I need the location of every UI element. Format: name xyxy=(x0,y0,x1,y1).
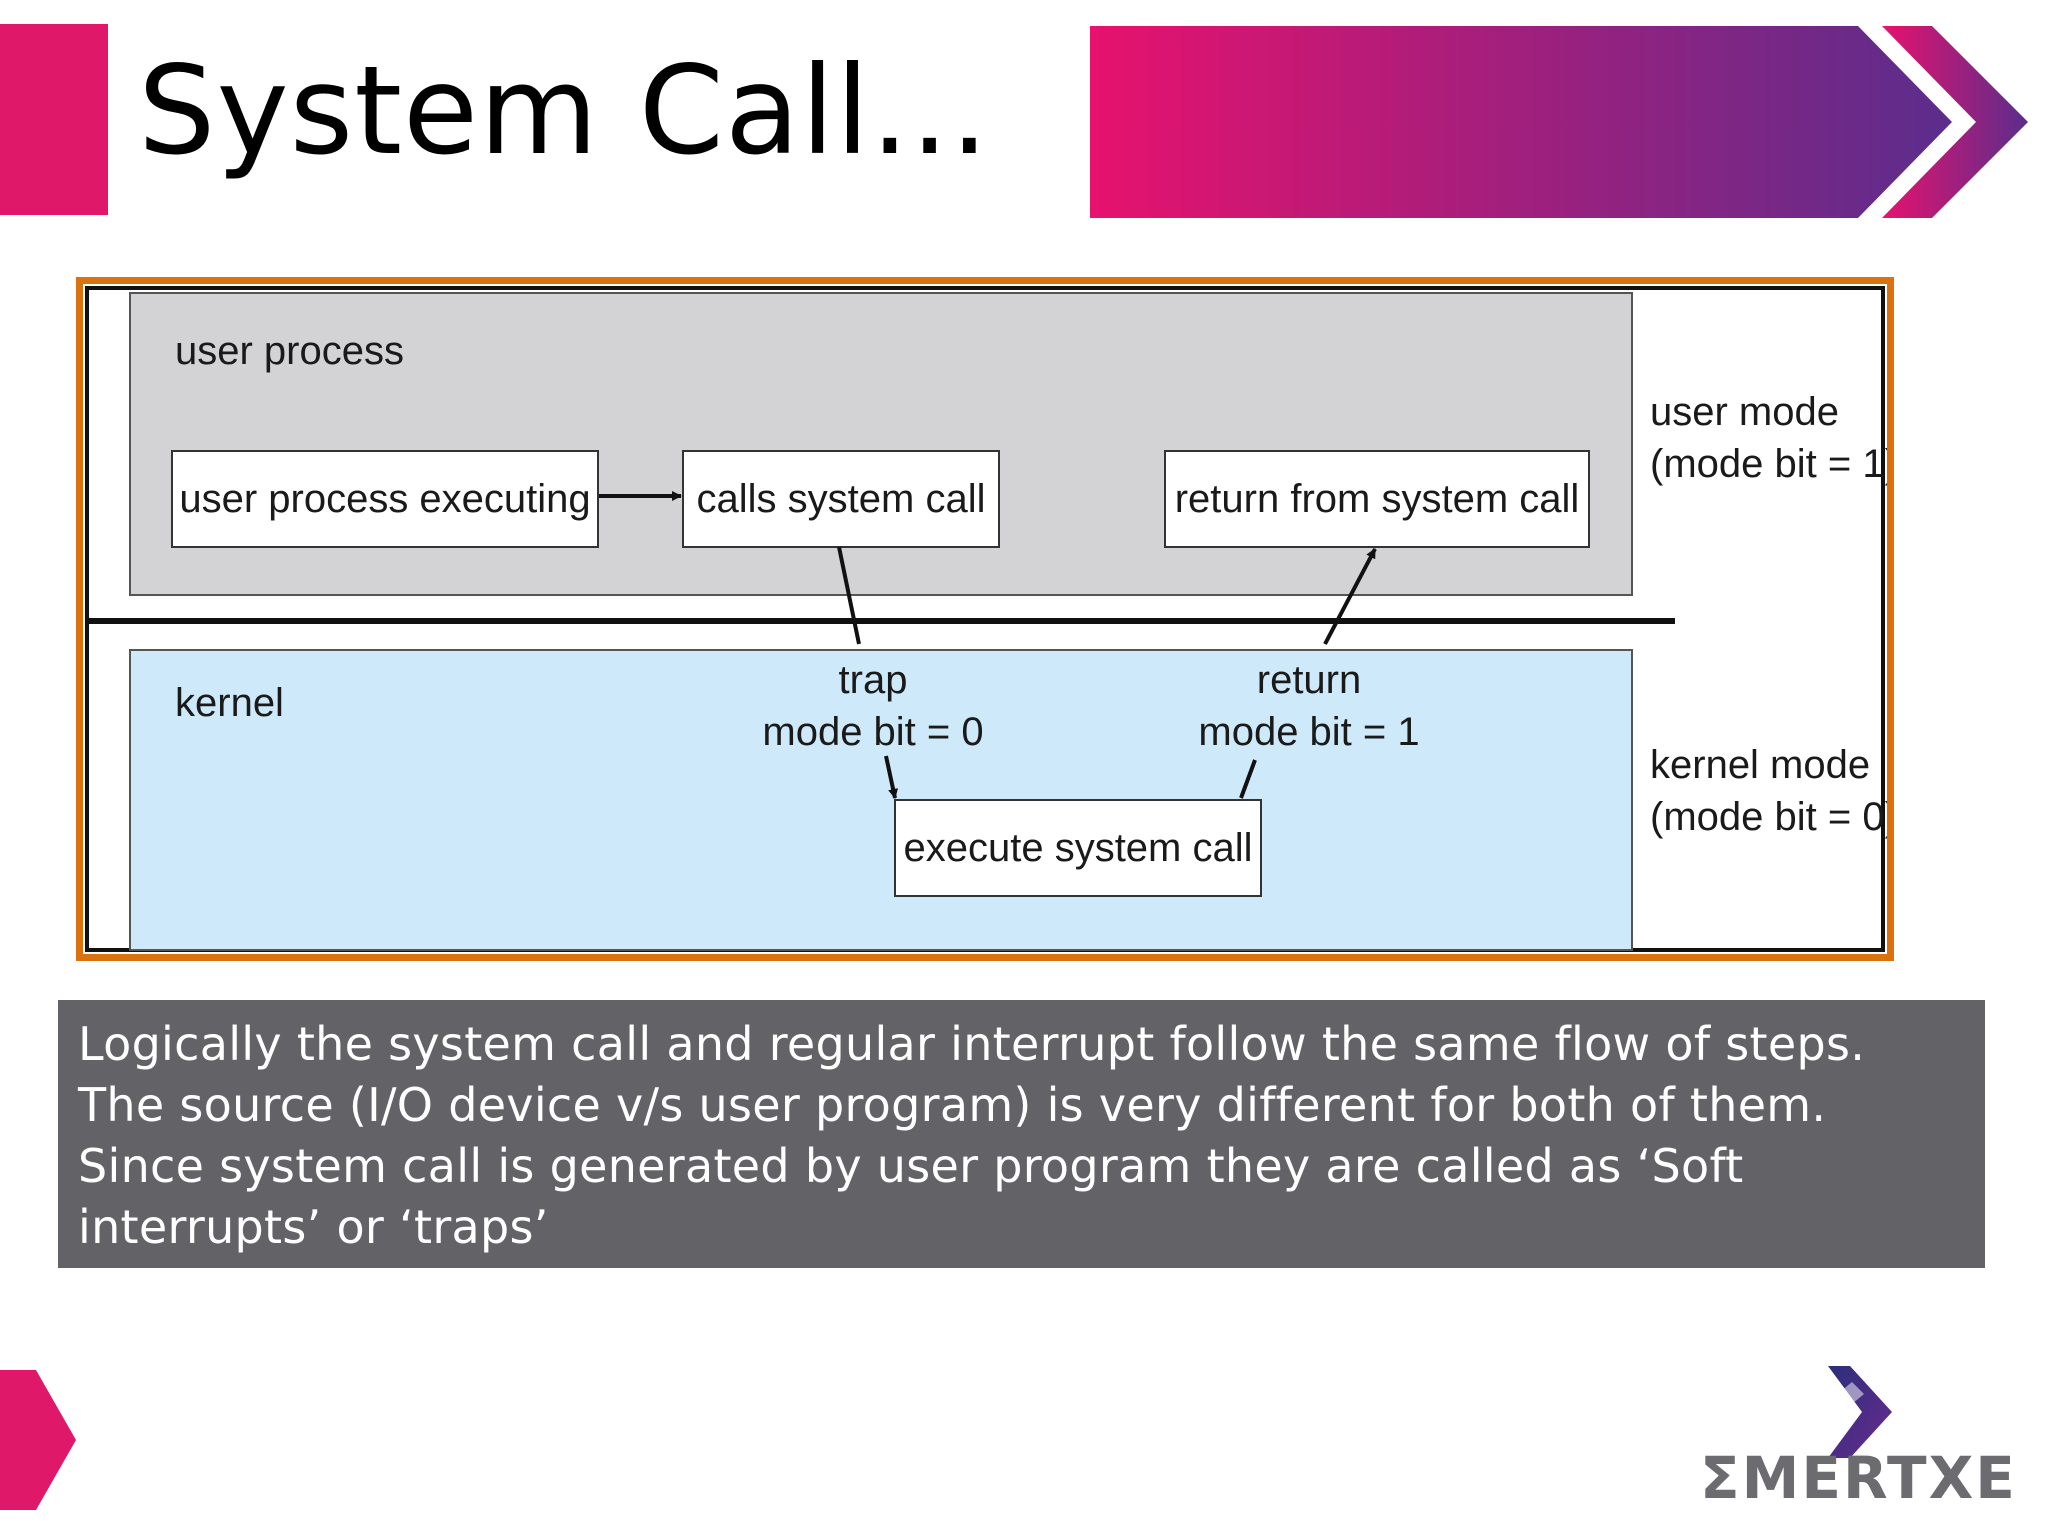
kernel-mode-bit-label: (mode bit = 0) xyxy=(1650,795,1887,839)
slide-title: System Call... xyxy=(138,40,990,182)
emertxe-chevron-logo-icon xyxy=(1828,1366,1892,1458)
return-arrow-lower xyxy=(1239,759,1257,799)
kernel-region xyxy=(129,649,1633,951)
caption-box: Logically the system call and regular in… xyxy=(58,1000,1985,1268)
box-execute-system-call-label: execute system call xyxy=(903,826,1252,870)
next-slide-arrow-icon xyxy=(0,1370,76,1510)
trap-arrow-lower xyxy=(884,755,899,799)
emertxe-logo-text: ƩMERTXE xyxy=(1700,1444,2017,1512)
box-calls-system-call xyxy=(682,450,1000,548)
title-accent-bar xyxy=(0,24,108,215)
box-user-process-executing xyxy=(171,450,599,548)
user-mode-label: user mode xyxy=(1650,390,1839,434)
banner-shape xyxy=(1090,26,1952,218)
user-region-label: user process xyxy=(175,329,404,373)
emertxe-logo: ƩMERTXE xyxy=(1690,1362,2015,1512)
banner-chevron-icon xyxy=(1882,26,2028,218)
return-label: return xyxy=(1257,658,1362,702)
kernel-mode-label: kernel mode xyxy=(1650,743,1870,787)
kernel-region-label: kernel xyxy=(175,681,284,725)
trap-arrow-upper xyxy=(837,546,861,645)
trap-mode-label: mode bit = 0 xyxy=(762,710,983,754)
box-calls-system-call-label: calls system call xyxy=(697,477,986,521)
box-return-from-system-call xyxy=(1164,450,1590,548)
system-call-diagram: user process kernel user process executi… xyxy=(76,277,1894,961)
header-banner xyxy=(1090,26,2028,218)
box-return-from-system-call-label: return from system call xyxy=(1175,477,1580,521)
box-execute-system-call xyxy=(894,799,1262,897)
return-mode-label: mode bit = 1 xyxy=(1198,710,1419,754)
trap-label: trap xyxy=(839,658,908,702)
box-user-process-executing-label: user process executing xyxy=(179,477,590,521)
caption-text: Logically the system call and regular in… xyxy=(78,1017,1866,1254)
user-mode-bit-label: (mode bit = 1) xyxy=(1650,442,1887,486)
return-arrow-upper xyxy=(1323,548,1377,645)
